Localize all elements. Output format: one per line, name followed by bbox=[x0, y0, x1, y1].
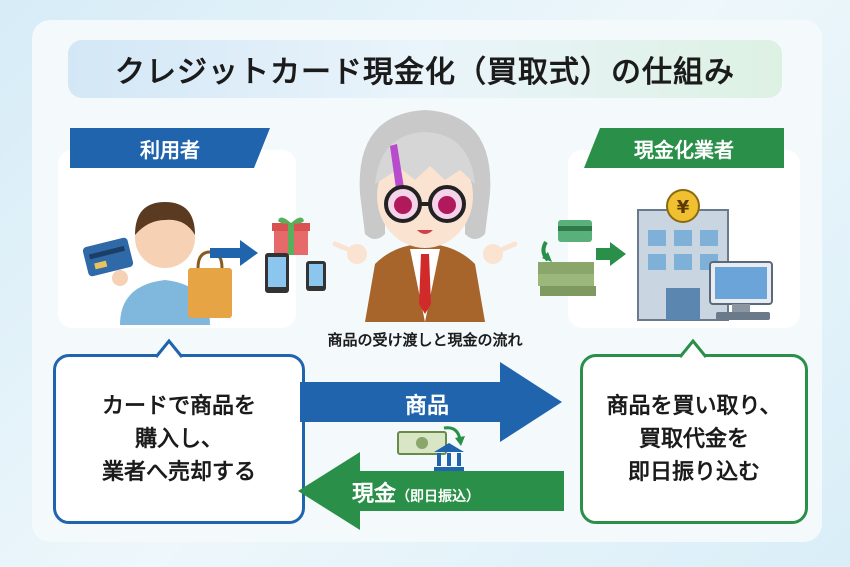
cash-stack-icon bbox=[538, 220, 626, 296]
user-illustration bbox=[82, 202, 232, 325]
user-bubble-pointer bbox=[154, 338, 184, 358]
user-to-goods-arrow bbox=[210, 240, 258, 266]
credit-card-icon bbox=[82, 237, 134, 277]
vendor-office-illustration: ¥ bbox=[637, 189, 773, 321]
cash-transfer-icon bbox=[397, 426, 465, 455]
cash-arrow bbox=[298, 452, 564, 530]
vendor-description: 商品を買い取り、 買取代金を 即日振り込む bbox=[606, 393, 782, 485]
bank-icon bbox=[434, 443, 464, 471]
computer-monitor-icon bbox=[709, 261, 773, 320]
vendor-tab-label: 現金化業者 bbox=[634, 137, 734, 162]
gift-and-phones-icon bbox=[265, 217, 326, 293]
vendor-tab: 現金化業者 bbox=[584, 128, 784, 168]
guide-character-illustration bbox=[332, 110, 518, 322]
cash-sublabel: （即日振込） bbox=[396, 489, 481, 505]
user-tab-label: 利用者 bbox=[140, 137, 200, 162]
goods-arrow bbox=[300, 362, 562, 442]
cash-arrow-label: 現金（即日振込） bbox=[352, 476, 480, 508]
vendor-description-box: 商品を買い取り、 買取代金を 即日振り込む bbox=[580, 354, 808, 524]
user-description-box: カードで商品を 購入し、 業者へ売却する bbox=[53, 354, 305, 524]
goods-arrow-label: 商品 bbox=[405, 394, 450, 419]
vendor-bubble-pointer bbox=[678, 338, 708, 358]
user-tab: 利用者 bbox=[70, 128, 270, 168]
flow-caption: 商品の受け渡しと現金の流れ bbox=[327, 331, 523, 349]
cash-label: 現金 bbox=[352, 482, 397, 507]
user-description: カードで商品を 購入し、 業者へ売却する bbox=[101, 393, 256, 485]
page-title: クレジットカード現金化（買取式）の仕組み bbox=[115, 55, 735, 90]
title-banner: クレジットカード現金化（買取式）の仕組み bbox=[68, 40, 782, 98]
yen-sign-icon: ¥ bbox=[677, 197, 690, 218]
